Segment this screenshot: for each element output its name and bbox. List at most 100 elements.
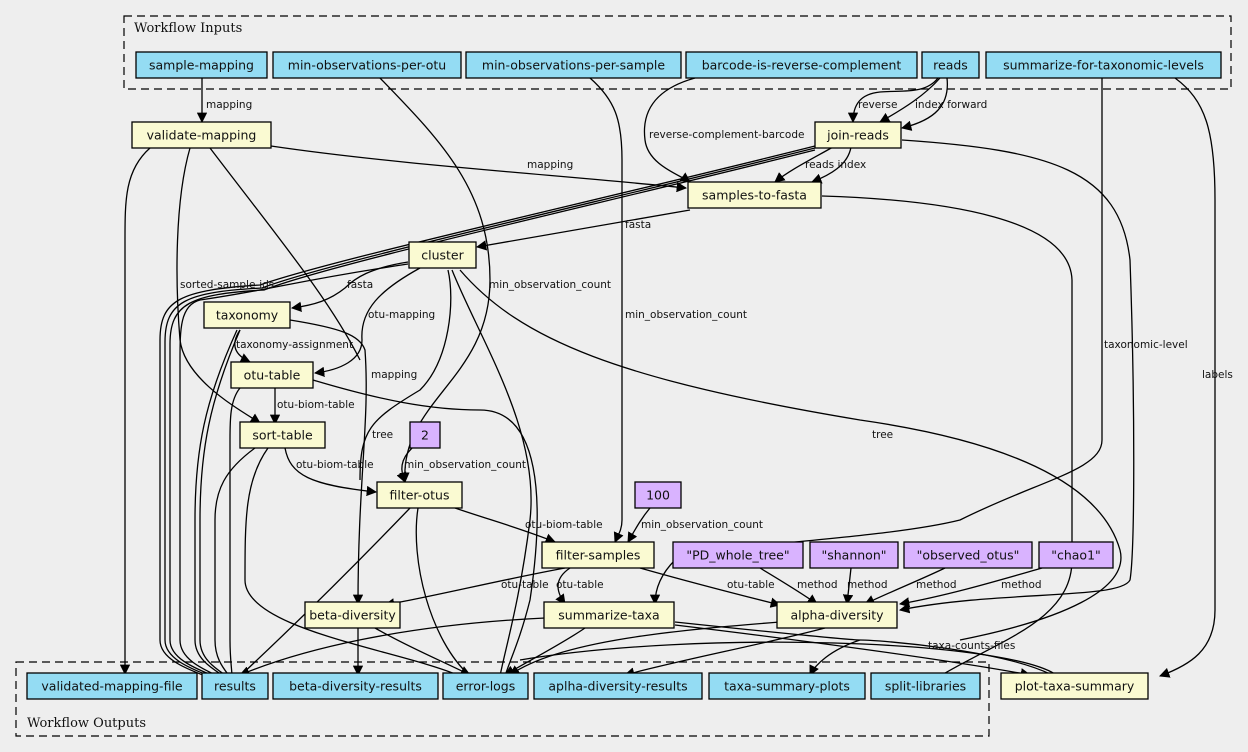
node-label: otu-table	[244, 368, 301, 383]
node-label: split-libraries	[885, 679, 966, 694]
edge-cluster-results	[179, 263, 409, 678]
node-lit-chao1[interactable]: "chao1"	[1038, 541, 1114, 569]
edge-join-samples-index	[811, 146, 852, 184]
node-join-reads[interactable]: join-reads	[814, 121, 902, 149]
node-label: validate-mapping	[147, 128, 257, 143]
node-filter-otus[interactable]: filter-otus	[376, 481, 463, 509]
node-label: barcode-is-reverse-complement	[702, 58, 902, 73]
node-box	[776, 601, 898, 629]
node-box	[708, 672, 866, 700]
edges	[119, 77, 1216, 679]
node-box	[870, 672, 981, 700]
edge-min-sample-filter	[589, 77, 624, 543]
edge-shannon-alpha	[842, 567, 854, 606]
node-box	[409, 421, 441, 449]
node-label: 100	[646, 488, 670, 503]
edge-beta-error	[374, 627, 471, 676]
edge-label: otu-table	[501, 579, 549, 591]
node-summarize-levels[interactable]: summarize-for-taxonomic-levels	[985, 51, 1222, 79]
edge-sort-results	[214, 447, 256, 678]
edge-validate-sort-table	[176, 147, 261, 424]
edge-label: tree	[372, 429, 393, 441]
edge-filter-otus-error	[415, 507, 471, 677]
node-out-error[interactable]: error-logs	[442, 672, 529, 700]
node-box	[272, 51, 462, 79]
node-reads[interactable]: reads	[921, 51, 980, 79]
edge-label: fasta	[625, 219, 651, 231]
edge-filter-samples-alpha	[639, 567, 782, 608]
node-min-obs-per-sample[interactable]: min-observations-per-sample	[465, 51, 682, 79]
node-box	[814, 121, 902, 149]
node-samples-to-fasta[interactable]: samples-to-fasta	[687, 181, 822, 209]
edge-otu-table-error	[312, 379, 538, 677]
node-box	[442, 672, 529, 700]
edge-filter-otus-results	[239, 507, 411, 677]
edge-summarize-error	[504, 627, 586, 676]
node-taxonomy[interactable]: taxonomy	[203, 301, 291, 329]
node-box	[921, 51, 980, 79]
node-beta-diversity[interactable]: beta-diversity	[304, 601, 401, 629]
node-out-split[interactable]: split-libraries	[870, 672, 981, 700]
edge-cluster-beta-tree	[359, 269, 452, 481]
node-label: alpha-diversity	[790, 608, 884, 623]
node-out-validated[interactable]: validated-mapping-file	[26, 672, 198, 700]
edge-validate-validated-file	[119, 147, 151, 676]
node-label: "shannon"	[821, 548, 886, 563]
node-out-beta[interactable]: beta-diversity-results	[272, 672, 439, 700]
edge-label: reverse	[858, 99, 897, 111]
edge-filter-samples-summarize	[555, 567, 571, 605]
node-sample-mapping[interactable]: sample-mapping	[135, 51, 268, 79]
node-box	[408, 241, 477, 269]
edge-label: sorted-sample-ids	[180, 279, 274, 291]
node-out-results[interactable]: results	[201, 672, 269, 700]
edge-label: method	[847, 579, 888, 591]
node-lit-pd[interactable]: "PD_whole_tree"	[672, 541, 804, 569]
node-alpha-diversity[interactable]: alpha-diversity	[776, 601, 898, 629]
edge-label: taxonomic-level	[1104, 339, 1188, 351]
edge-plot-taxa-plots	[859, 639, 1051, 675]
workflow-inputs-title: Workflow Inputs	[134, 21, 242, 36]
edge-summarize-results	[239, 617, 546, 677]
node-lit-observed[interactable]: "observed_otus"	[903, 541, 1033, 569]
edge-label: mapping	[206, 99, 252, 111]
node-barcode-rc[interactable]: barcode-is-reverse-complement	[685, 51, 918, 79]
node-box	[239, 421, 326, 449]
node-cluster[interactable]: cluster	[408, 241, 477, 269]
edge-label: method	[797, 579, 838, 591]
node-label: 2	[421, 428, 429, 443]
node-sort-table[interactable]: sort-table	[239, 421, 326, 449]
edge-samples-cluster-fasta	[475, 209, 691, 251]
node-lit-100[interactable]: 100	[634, 481, 682, 509]
node-lit-2[interactable]: 2	[409, 421, 441, 449]
node-lit-shannon[interactable]: "shannon"	[809, 541, 899, 569]
node-out-taxa-plots[interactable]: taxa-summary-plots	[708, 672, 866, 700]
edge-label: fasta	[347, 279, 373, 291]
edge-observed-alpha	[864, 567, 946, 605]
node-box	[687, 181, 822, 209]
edge-lit2-filter	[396, 447, 413, 483]
workflow-inputs-cluster: Workflow Inputs	[123, 15, 1232, 90]
node-label: validated-mapping-file	[41, 679, 183, 694]
node-label: results	[214, 679, 256, 694]
node-summarize-taxa[interactable]: summarize-taxa	[543, 601, 675, 629]
edge-taxonomy-results	[194, 329, 238, 678]
node-box	[135, 51, 268, 79]
edge-label: otu-mapping	[368, 309, 435, 321]
node-box	[903, 541, 1033, 569]
node-box	[203, 301, 291, 329]
edge-cluster-error	[451, 269, 532, 677]
edge-validate-samples-to-fasta	[270, 145, 688, 193]
node-validate-mapping[interactable]: validate-mapping	[131, 121, 272, 149]
edge-sort-error	[244, 447, 461, 677]
node-label: taxonomy	[216, 308, 279, 323]
node-label: samples-to-fasta	[702, 188, 807, 203]
node-min-obs-per-otu[interactable]: min-observations-per-otu	[272, 51, 462, 79]
node-plot-taxa-summary[interactable]: plot-taxa-summary	[1000, 672, 1149, 700]
node-otu-table[interactable]: otu-table	[230, 361, 314, 389]
edge-taxonomy-beta	[289, 319, 367, 606]
edge-join-results-1	[159, 145, 816, 678]
edge-reads-join-forward	[900, 77, 949, 131]
node-filter-samples[interactable]: filter-samples	[541, 541, 655, 569]
node-label: sample-mapping	[149, 58, 254, 73]
node-out-alpha[interactable]: aplha-diversity-results	[533, 672, 703, 700]
